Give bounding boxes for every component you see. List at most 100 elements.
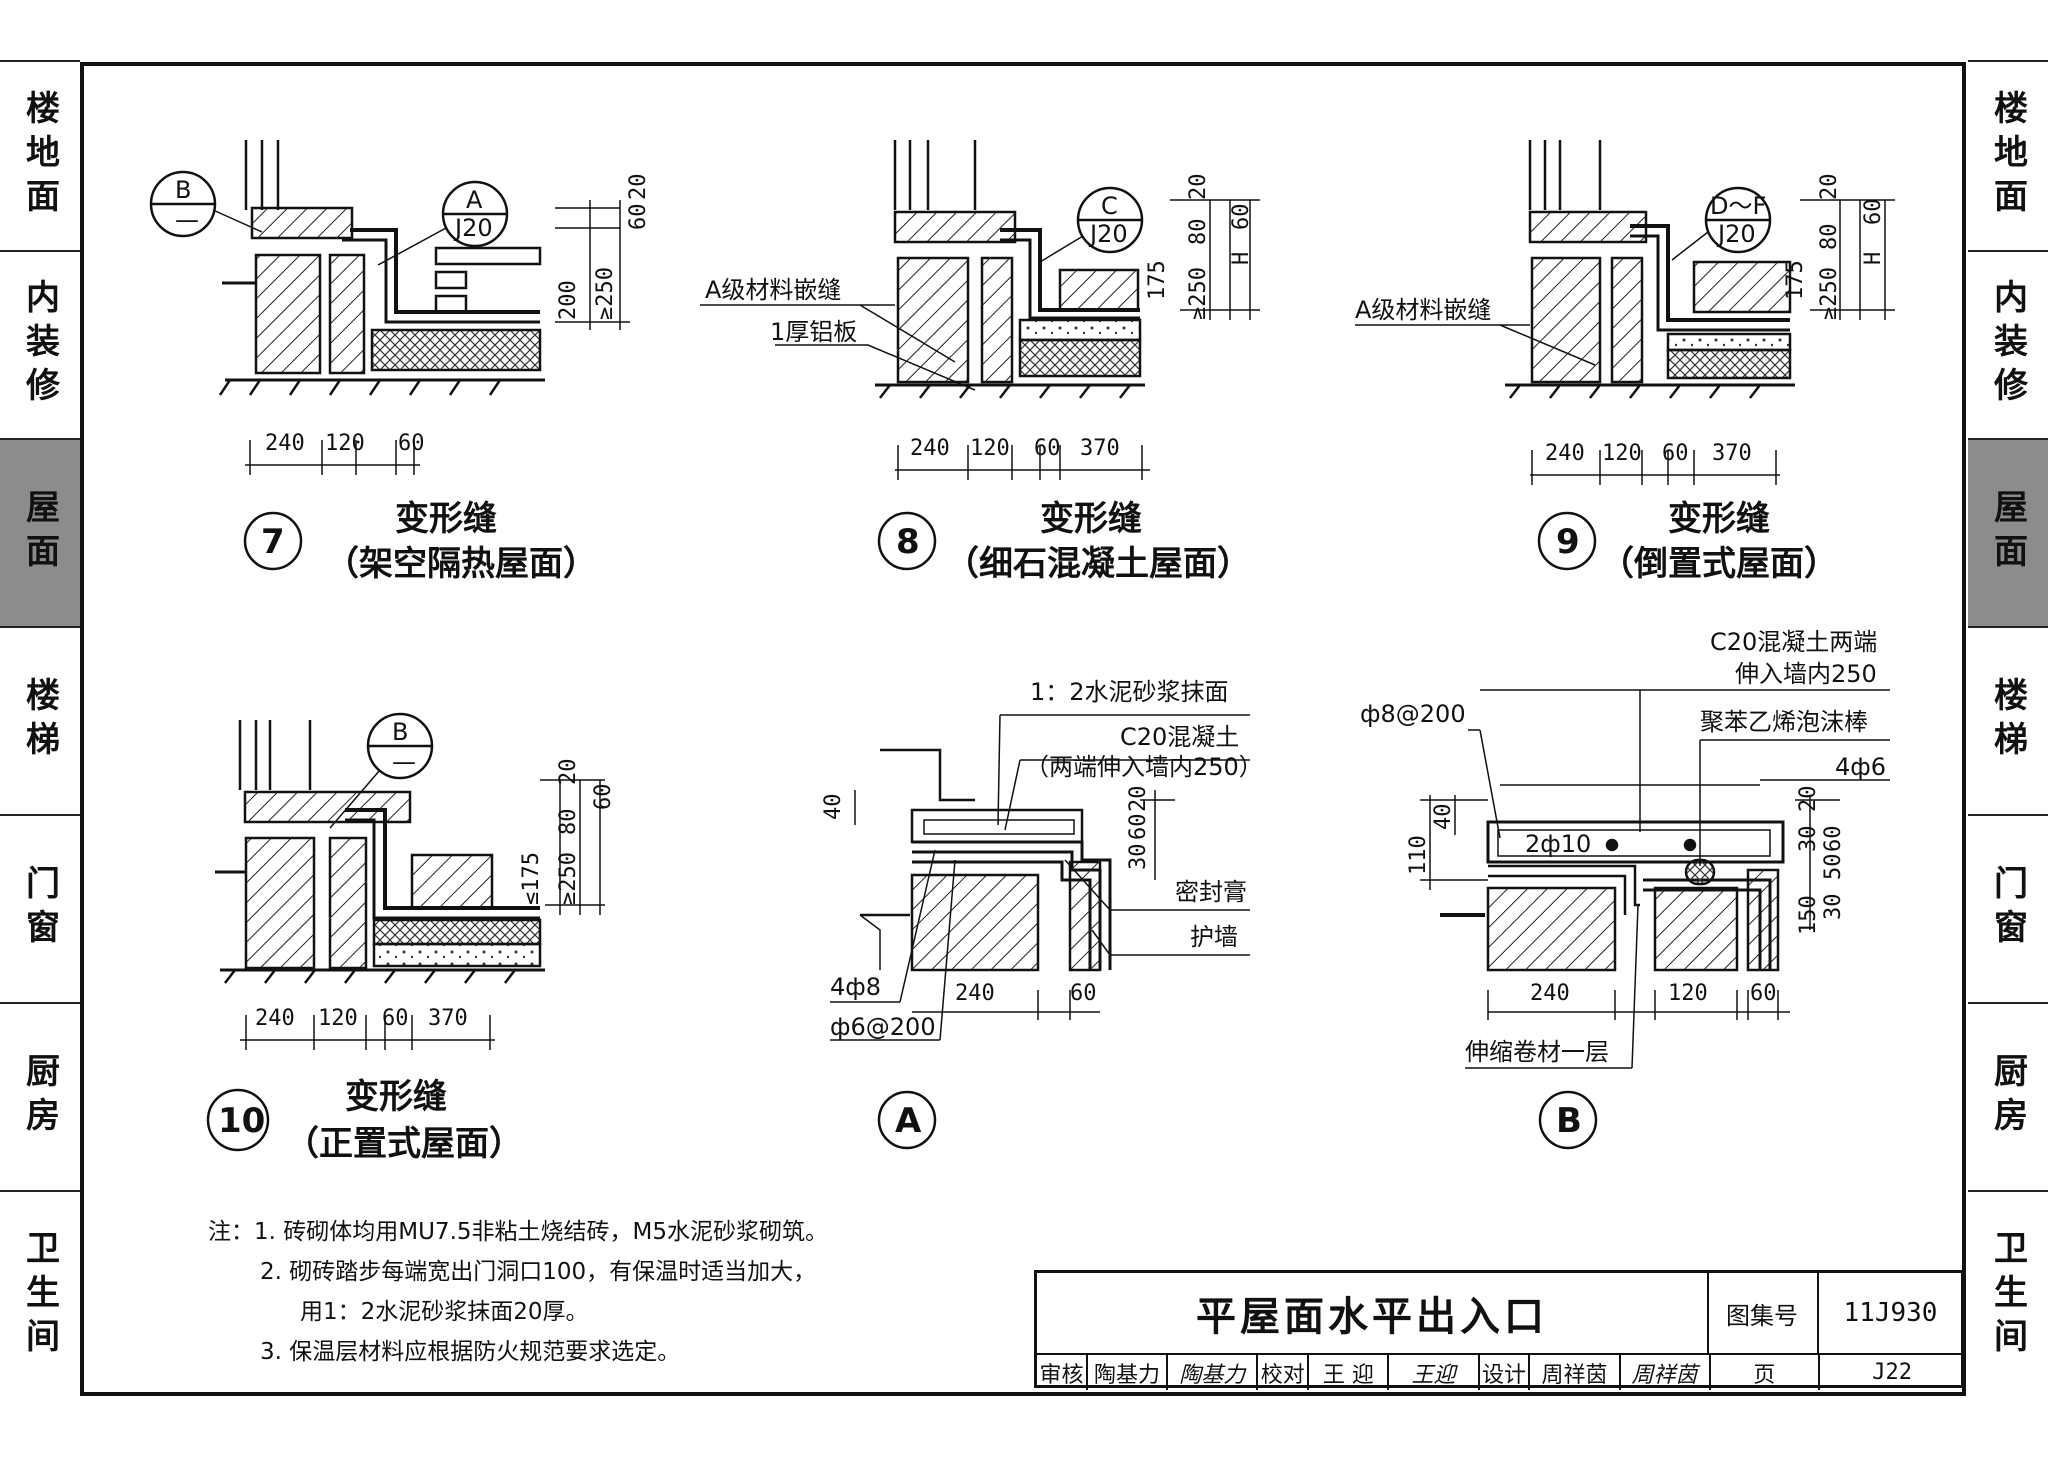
- d10-subtitle: （正置式屋面）: [285, 1124, 523, 1164]
- d8-dim-240: 240: [910, 436, 950, 461]
- detail-a: [830, 714, 1250, 1150]
- db-dim-v-150: 150: [1796, 895, 1821, 935]
- d10-ref-b: B: [392, 718, 408, 746]
- d8-subtitle: （细石混凝土屋面）: [945, 544, 1251, 584]
- d10-dim-60: 60: [382, 1006, 409, 1031]
- set-label: 图集号: [1707, 1273, 1819, 1353]
- d9-subtitle: （倒置式屋面）: [1600, 544, 1838, 584]
- db-dim-v-20: 20: [1796, 786, 1821, 813]
- left-category-tabs: 楼地面 内装修 屋面 楼梯 门窗 厨房 卫生间: [0, 60, 80, 1400]
- d9-title: 变形缝: [1668, 499, 1770, 539]
- tab-doors-windows[interactable]: 门窗: [0, 814, 80, 1002]
- page-label: 页: [1711, 1355, 1821, 1390]
- d7-title: 变形缝: [395, 499, 497, 539]
- da-dim-60: 60: [1070, 981, 1097, 1006]
- db-label-c20: C20混凝土两端: [1710, 628, 1877, 656]
- tab-roof[interactable]: 屋面: [0, 438, 80, 626]
- d8-dim-v-h: H: [1229, 252, 1254, 265]
- d8-label-a-fill: A级材料嵌缝: [705, 276, 841, 304]
- detail-7: [149, 140, 630, 571]
- db-label-stirrup: ф8@200: [1360, 700, 1466, 728]
- detail-9-labels: D～F J20 A级材料嵌缝 240 120 60 370 20 80 60 1…: [1355, 174, 1886, 585]
- tab-floor-right[interactable]: 楼地面: [1968, 60, 2048, 250]
- db-dim-v-60: 60: [1821, 826, 1846, 853]
- d9-ref-d2: J20: [1716, 220, 1756, 248]
- db-label-rebar-4: 4ф6: [1835, 753, 1886, 781]
- designer-signature: 周祥茵: [1621, 1355, 1711, 1390]
- d7-ref-b: B: [175, 176, 191, 204]
- d9-dim-v-60: 60: [1861, 199, 1886, 226]
- db-dim-v-30: 30: [1796, 826, 1821, 853]
- note-3: 3. 保温层材料应根据防火规范要求选定。: [260, 1339, 681, 1365]
- reviewer-name: 陶基力: [1088, 1355, 1169, 1390]
- tab-interior-right[interactable]: 内装修: [1968, 250, 2048, 438]
- d10-dim-v-20: 20: [556, 759, 581, 786]
- d9-dim-240: 240: [1545, 441, 1585, 466]
- d10-ref-b2: —: [392, 748, 416, 776]
- db-label-rebar-2: 2ф10: [1525, 830, 1591, 858]
- d7-dim-v-20: 20: [626, 174, 651, 201]
- d9-dim-v-h: H: [1861, 252, 1886, 265]
- d7-dim-v-200: 200: [556, 280, 581, 320]
- db-dim-v-110: 110: [1406, 835, 1431, 875]
- d10-dim-370: 370: [428, 1006, 468, 1031]
- d8-ref-c: C: [1101, 192, 1118, 220]
- db-label-extend: 伸入墙内250: [1735, 660, 1877, 688]
- page-number: J22: [1872, 1360, 1912, 1385]
- da-dim-v-60: 60: [1126, 814, 1151, 841]
- d7-number: 7: [261, 522, 285, 562]
- db-dim-240: 240: [1530, 981, 1570, 1006]
- notes: 注：1. 砖砌体均用MU7.5非粘土烧结砖，M5水泥砂浆砌筑。 2. 砌砖踏步每…: [208, 1212, 828, 1372]
- db-dim-120: 120: [1668, 981, 1708, 1006]
- da-dim-240: 240: [955, 981, 995, 1006]
- tab-stairs[interactable]: 楼梯: [0, 626, 80, 814]
- detail-10-labels: B — 240 120 60 370 20 80 60 ≤175 ≥250 10…: [218, 718, 616, 1164]
- da-dim-v-20: 20: [1126, 786, 1151, 813]
- detail-9: [1355, 140, 1895, 571]
- right-category-tabs: 楼地面 内装修 屋面 楼梯 门窗 厨房 卫生间: [1968, 60, 2048, 1400]
- d9-dim-60: 60: [1662, 441, 1689, 466]
- tab-stairs-right[interactable]: 楼梯: [1968, 626, 2048, 814]
- d9-label-a-fill: A级材料嵌缝: [1355, 296, 1491, 324]
- tab-roof-right[interactable]: 屋面: [1968, 438, 2048, 626]
- tab-kitchen[interactable]: 厨房: [0, 1002, 80, 1190]
- tab-kitchen-right[interactable]: 厨房: [1968, 1002, 2048, 1190]
- d7-ref-b2: —: [175, 206, 199, 234]
- detail-b-labels: C20混凝土两端 伸入墙内250 聚苯乙烯泡沫棒 4ф6 ф8@200 2ф10…: [1360, 628, 1886, 1141]
- da-number: A: [895, 1101, 922, 1141]
- da-label-extend: （两端伸入墙内250）: [1025, 753, 1263, 781]
- detail-a-labels: 1：2水泥砂浆抹面 C20混凝土 （两端伸入墙内250） 密封膏 护墙 4ф8 …: [821, 678, 1263, 1141]
- da-dim-v-30: 30: [1126, 844, 1151, 871]
- tab-floor[interactable]: 楼地面: [0, 60, 80, 250]
- da-label-c20: C20混凝土: [1120, 723, 1239, 751]
- d8-dim-370: 370: [1080, 436, 1120, 461]
- d7-ref-a: A: [466, 186, 483, 214]
- tab-interior[interactable]: 内装修: [0, 250, 80, 438]
- notes-prefix: 注：: [208, 1219, 254, 1245]
- check-label: 校对: [1258, 1355, 1310, 1390]
- da-label-wall: 护墙: [1190, 923, 1238, 951]
- tab-bathroom[interactable]: 卫生间: [0, 1190, 80, 1400]
- d10-number: 10: [218, 1101, 265, 1141]
- d8-dim-v-60: 60: [1229, 204, 1254, 231]
- checker-name: 王 迎: [1309, 1355, 1390, 1390]
- db-label-foam: 聚苯乙烯泡沫棒: [1700, 708, 1868, 736]
- note-1: 注：1. 砖砌体均用MU7.5非粘土烧结砖，M5水泥砂浆砌筑。: [208, 1219, 828, 1245]
- db-label-membrane: 伸缩卷材一层: [1465, 1038, 1609, 1066]
- d8-title: 变形缝: [1040, 499, 1142, 539]
- d8-number: 8: [896, 522, 920, 562]
- d9-number: 9: [1556, 522, 1580, 562]
- d8-dim-120: 120: [970, 436, 1010, 461]
- tab-bathroom-right[interactable]: 卫生间: [1968, 1190, 2048, 1400]
- drawing-title: 平屋面水平出入口: [1037, 1273, 1709, 1353]
- d8-dim-60: 60: [1034, 436, 1061, 461]
- d7-subtitle: （架空隔热屋面）: [325, 544, 597, 584]
- da-label-stirrup: ф6@200: [830, 1013, 936, 1041]
- d7-ref-a2: J20: [453, 214, 493, 242]
- d7-dim-120: 120: [325, 431, 365, 456]
- detail-b: [1420, 689, 1890, 1150]
- d7-dim-v-60: 60: [626, 204, 651, 231]
- da-label-sealant: 密封膏: [1175, 878, 1247, 906]
- tab-doors-windows-right[interactable]: 门窗: [1968, 814, 2048, 1002]
